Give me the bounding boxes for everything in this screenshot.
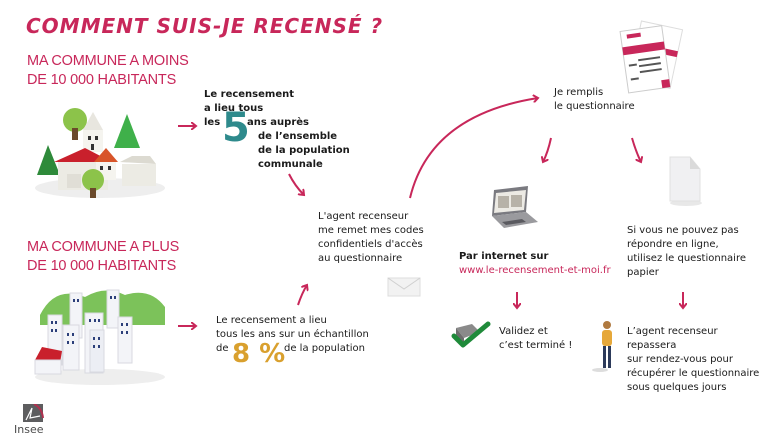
envelope-icon (387, 277, 421, 297)
text-line: communale (258, 159, 323, 170)
text-line: confidentiels d'accès (318, 239, 423, 250)
laptop-icon (492, 186, 538, 228)
text-line: ans auprès (247, 117, 309, 128)
fill-step-text: Je remplis le questionnaire (554, 86, 635, 114)
text-line: répondre en ligne, (627, 239, 719, 250)
text-line: a lieu tous (204, 103, 264, 114)
arrow-to-paper (631, 137, 641, 162)
small-commune-heading: MA COMMUNE A MOINS DE 10 000 HABITANTS (27, 52, 189, 90)
text-line: Si vous ne pouvez pas (627, 225, 739, 236)
small-commune-text: Le recensement a lieu tous les (204, 88, 294, 130)
text-line: c’est terminé ! (499, 340, 573, 351)
text-line: utilisez le questionnaire (627, 253, 746, 264)
large-commune-heading: MA COMMUNE A PLUS DE 10 000 HABITANTS (27, 238, 179, 276)
agent-person-icon (592, 321, 612, 372)
city-icon (34, 289, 165, 385)
text-line: le questionnaire (554, 101, 635, 112)
heading-line: MA COMMUNE A MOINS (27, 53, 189, 69)
questionnaire-icon (619, 20, 684, 94)
arrow-to-agent-bottom (297, 285, 307, 306)
agent-return-text: L’agent recenseur repassera sur rendez-v… (627, 325, 768, 395)
census-website-link[interactable]: www.le-recensement-et-moi.fr (459, 265, 611, 276)
text-line: Je remplis (554, 87, 604, 98)
insee-logo-label: Insee (14, 423, 44, 436)
text-line: de la population (258, 145, 350, 156)
heading-line: DE 10 000 HABITANTS (27, 72, 177, 88)
page-title: COMMENT SUIS-JE RECENSÉ ? (26, 14, 384, 38)
checkmark-icon (451, 321, 491, 348)
text-line: L'agent recenseur (318, 211, 409, 222)
large-commune-text: Le recensement a lieu tous les ans sur u… (216, 314, 369, 342)
village-icon (35, 108, 165, 198)
text-line: les (204, 117, 221, 128)
text-line: sous quelques jours (627, 382, 727, 393)
insee-logo-icon (23, 404, 44, 422)
five-years-number: 5 (222, 105, 250, 151)
heading-line: DE 10 000 HABITANTS (27, 258, 177, 274)
text-line: récupérer le questionnaire (627, 368, 760, 379)
text-line: Validez et (499, 326, 548, 337)
text-line: sur rendez-vous pour (627, 354, 733, 365)
large-commune-text-end: de la population (284, 343, 365, 354)
paper-sheet-icon (669, 156, 702, 206)
paper-option-text: Si vous ne pouvez pas répondre en ligne,… (627, 224, 746, 280)
text-line: L’agent recenseur repassera (627, 326, 718, 351)
large-commune-de: de (216, 343, 229, 354)
eight-percent-number: 8 % (232, 339, 286, 369)
validate-text: Validez et c’est terminé ! (499, 325, 572, 353)
text-line: me remet mes codes (318, 225, 424, 236)
arrow-to-fill (409, 98, 538, 199)
arrow-to-agent-top (288, 173, 304, 195)
small-commune-text-right: ans auprès (247, 116, 309, 130)
text-line: Le recensement a lieu (216, 315, 327, 326)
small-commune-text-right2: de l’ensemble de la population communale (258, 130, 350, 172)
text-line: tous les ans sur un échantillon (216, 329, 369, 340)
text-line: papier (627, 267, 659, 278)
agent-step-text: L'agent recenseur me remet mes codes con… (318, 210, 424, 266)
text-line: au questionnaire (318, 253, 403, 264)
heading-line: MA COMMUNE A PLUS (27, 239, 180, 255)
text-line: de l’ensemble (258, 131, 338, 142)
internet-label: Par internet sur (459, 251, 549, 262)
arrow-to-internet (543, 137, 552, 162)
text-line: Le recensement (204, 89, 295, 100)
